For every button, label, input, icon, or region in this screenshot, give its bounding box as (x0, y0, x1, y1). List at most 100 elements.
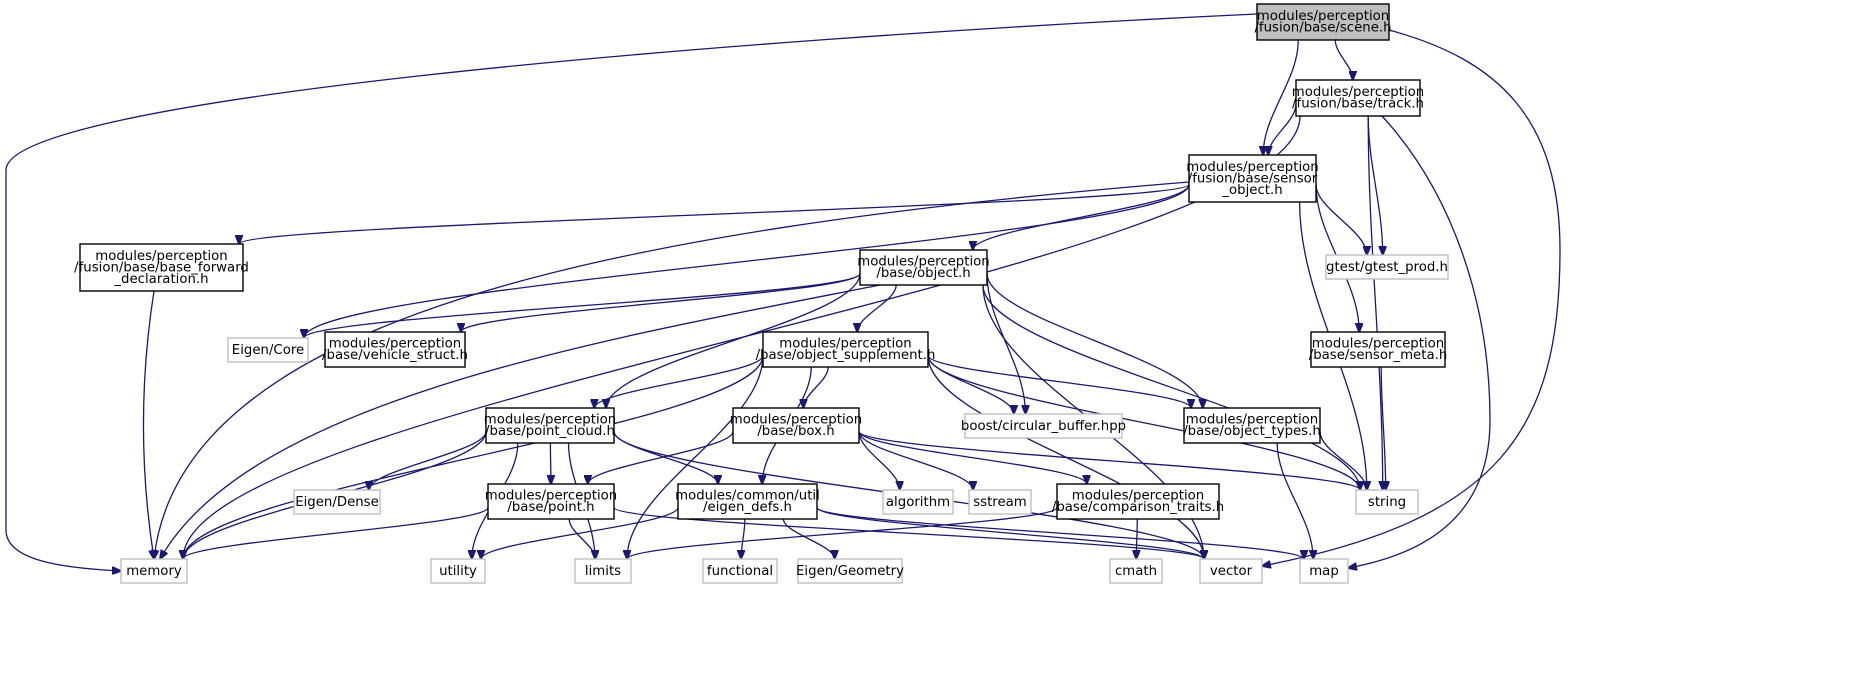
node-label-line: modules/perception (1257, 9, 1389, 24)
node-comparison-traits[interactable]: modules/perception/base/comparison_trait… (1052, 483, 1224, 520)
node-box (1295, 79, 1421, 117)
node-box (1056, 483, 1220, 520)
edge-point_cloud-to-eigen_defs (613, 431, 718, 485)
node-label-line: /fusion/base/track.h (1292, 97, 1424, 112)
node-map: map (1299, 558, 1349, 584)
node-vehicle-struct[interactable]: modules/perception/base/vehicle_struct.h (322, 331, 468, 368)
edge-line (613, 431, 718, 485)
node-box[interactable]: modules/perception/base/box.h (730, 407, 862, 444)
edge-eigen_defs-to-utility (481, 507, 679, 560)
edge-line (927, 355, 1014, 415)
edge-sensor_object-to-gtest (1315, 184, 1367, 256)
edge-line (304, 184, 1190, 339)
node-label-line: cmath (1115, 564, 1157, 579)
edge-object_supplement-to-point_cloud (594, 355, 764, 409)
node-label-line: /fusion/base/base_forward (74, 260, 249, 275)
edge-line (461, 272, 861, 333)
node-label-line: boost/circular_buffer.hpp (961, 419, 1126, 434)
node-point-cloud[interactable]: modules/perception/base/point_cloud.h (484, 407, 616, 444)
node-box (882, 489, 954, 515)
edge-line (1367, 115, 1383, 490)
edge-line (857, 284, 897, 332)
edge-line (613, 506, 1204, 560)
edge-line (1348, 115, 1491, 568)
edge-track-to-map (1348, 115, 1491, 568)
node-vector: vector (1199, 558, 1263, 584)
node-algorithm: algorithm (882, 489, 954, 515)
node-label-line: modules/perception (1186, 160, 1318, 175)
edge-object_supplement-to-string (927, 355, 1360, 491)
edge-object_types-to-string (1319, 431, 1367, 491)
edge-scene-to-memory (5, 13, 1258, 571)
node-box (732, 407, 860, 444)
node-scene[interactable]: modules/perception/fusion/base/scene.h (1254, 3, 1392, 41)
node-label-line: modules/perception (730, 413, 862, 428)
node-label-line: /fusion/base/scene.h (1254, 21, 1391, 36)
node-sstream: sstream (968, 489, 1032, 515)
edge-track-to-gtest (1367, 115, 1383, 255)
node-box (120, 558, 188, 584)
node-gtest: gtest/gtest_prod.h (1325, 254, 1449, 280)
node-box (702, 558, 778, 584)
node-label-line: functional (707, 564, 773, 579)
node-box (1355, 489, 1419, 515)
edge-line (1334, 39, 1353, 80)
node-label-line: modules/perception (1312, 337, 1444, 352)
node-label-line: modules/perception (329, 337, 461, 352)
node-base-forward[interactable]: modules/perception/fusion/base/base_forw… (74, 243, 249, 292)
node-label-line: /base/object.h (876, 266, 970, 281)
node-track[interactable]: modules/perception/fusion/base/track.h (1292, 79, 1424, 117)
edge-line (627, 355, 764, 560)
edge-object_supplement-to-circular_buffer (927, 355, 1014, 415)
node-sensor-object[interactable]: modules/perception/fusion/base/sensor_ob… (1186, 154, 1319, 203)
edge-line (183, 355, 764, 560)
node-label-line: algorithm (886, 495, 950, 510)
node-sensor-meta[interactable]: modules/perception/base/sensor_meta.h (1309, 331, 1448, 368)
edge-object_supplement-to-object_types (927, 354, 1191, 409)
edge-point_cloud-to-point (550, 442, 551, 484)
edge-line (160, 284, 881, 559)
edge-comparison_traits-to-limits (627, 506, 1058, 560)
node-box (1199, 558, 1263, 584)
edge-line (1319, 431, 1367, 491)
node-box (485, 407, 615, 444)
node-label-line: Eigen/Core (232, 343, 304, 358)
node-object[interactable]: modules/perception/base/object.h (857, 249, 990, 286)
node-eigen-defs[interactable]: modules/common/util/eigen_defs.h (675, 483, 820, 520)
node-point[interactable]: modules/perception/base/point.h (485, 483, 617, 520)
node-object-supplement[interactable]: modules/perception/base/object_supplemen… (756, 331, 936, 368)
edge-line (154, 181, 1190, 559)
node-box (1325, 254, 1449, 280)
node-label-line: /base/object_supplement.h (756, 348, 936, 363)
edge-line (927, 354, 1191, 409)
node-circular-buffer: boost/circular_buffer.hpp (961, 413, 1126, 439)
node-object-types[interactable]: modules/perception/base/object_types.h (1183, 407, 1321, 444)
node-memory: memory (120, 558, 188, 584)
node-label-line: _declaration.h (113, 272, 208, 287)
node-label-line: Eigen/Dense (295, 495, 379, 510)
edge-line (973, 184, 1190, 251)
edge-object_supplement-to-limits (627, 355, 764, 560)
edge-scene-to-track (1334, 39, 1353, 80)
node-box (1299, 558, 1349, 584)
edge-line (369, 431, 487, 491)
edge-line (858, 430, 1360, 491)
node-box (1109, 558, 1163, 584)
edge-line (782, 518, 834, 559)
edge-line (1276, 442, 1313, 559)
edge-point-to-limits (568, 518, 595, 559)
node-label-line: modules/perception (484, 413, 616, 428)
edges-layer (5, 13, 1561, 571)
node-box (964, 413, 1123, 439)
edge-line (1268, 103, 1297, 155)
edge-line (239, 183, 1190, 245)
node-box (968, 489, 1032, 515)
node-functional: functional (702, 558, 778, 584)
edge-line (550, 442, 551, 484)
edge-line (142, 290, 155, 559)
node-label-line: modules/perception (95, 249, 227, 264)
node-box (293, 489, 381, 515)
node-box (430, 558, 486, 584)
edge-line (183, 506, 489, 560)
node-label-line: /base/object_types.h (1183, 424, 1321, 439)
